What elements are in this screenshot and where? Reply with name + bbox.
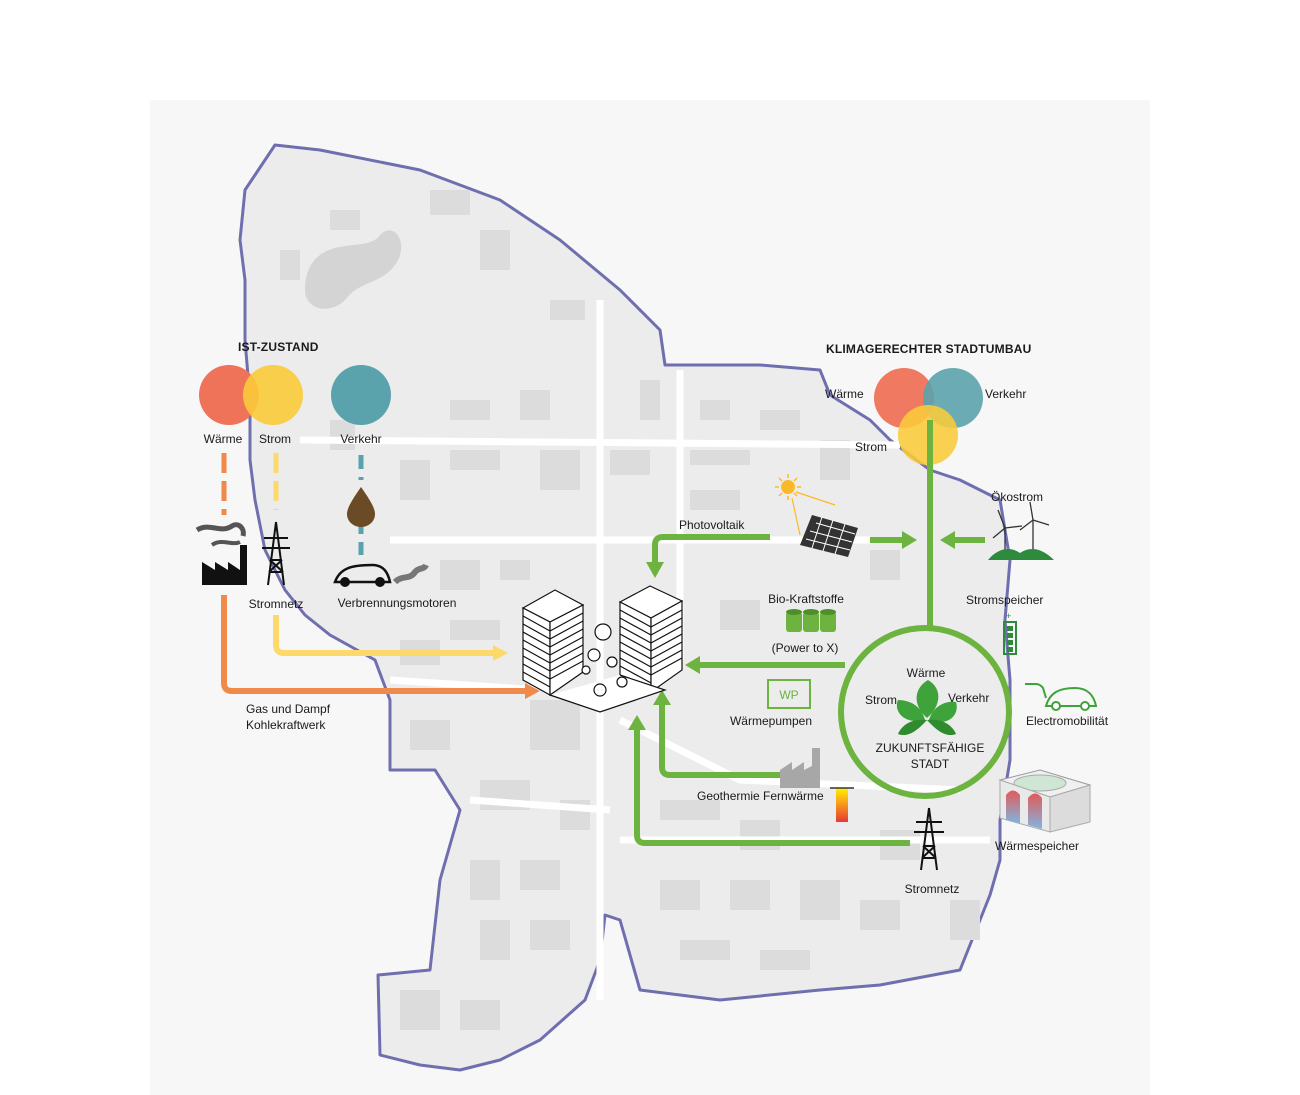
klima-stromnetz-label: Stromnetz — [904, 882, 960, 896]
ist-strom-circle — [243, 365, 303, 425]
green-arrowheads — [628, 531, 955, 730]
waermepumpen-label: Wärmepumpen — [729, 714, 813, 728]
factory-icon — [195, 522, 247, 585]
klima-title: KLIMAGERECHTER STADTUMBAU — [826, 342, 1032, 356]
biokraftstoffe-label: Bio-Kraftstoffe — [768, 592, 844, 606]
future-city-ring — [838, 625, 1012, 799]
ist-stromnetz-label: Stromnetz — [248, 597, 304, 611]
geothermal-plant-icon — [780, 748, 854, 822]
ist-title: IST-ZUSTAND — [238, 340, 319, 354]
solar-panel-icon — [800, 515, 858, 557]
elektromobilitaet-label: Electromobilität — [1026, 714, 1109, 728]
heatpump-box — [767, 679, 811, 709]
biofuel-drums-icon — [786, 609, 836, 632]
photovoltaik-label: Photovoltaik — [679, 518, 745, 532]
sun-icon — [775, 474, 836, 536]
oekostrom-label: Ökostrom — [991, 490, 1044, 504]
svg-text:+: + — [1006, 611, 1011, 621]
power-to-x-label: (Power to X) — [771, 641, 839, 655]
ist-waerme-circle — [199, 365, 259, 425]
hub-title-line1: ZUKUNFTSFÄHIGE — [875, 741, 985, 755]
pylon-icon-bottom — [914, 807, 944, 871]
hub-waerme-label: Wärme — [906, 666, 946, 680]
ist-gas-arrowhead — [525, 683, 540, 699]
pylon-icon — [262, 521, 290, 586]
hub-title-line2: STADT — [910, 757, 950, 771]
ist-flows — [221, 453, 525, 694]
klima-verkehr-label: Verkehr — [985, 387, 1027, 401]
park-pond — [305, 230, 402, 309]
klima-strom-label: Strom — [855, 440, 888, 454]
hub-verkehr-label: Verkehr — [948, 691, 990, 705]
wind-turbine-icon — [988, 501, 1054, 560]
electric-car-icon — [1025, 683, 1098, 711]
kraftwerk-label-1: Gas und Dampf — [246, 702, 331, 716]
heat-storage-icon — [998, 769, 1092, 833]
ist-strom-label: Strom — [258, 432, 292, 446]
ist-strom-arrowhead — [493, 645, 508, 661]
battery-icon: + — [1003, 611, 1017, 655]
ist-gas-arrow — [221, 595, 525, 694]
oil-drop-icon — [347, 487, 375, 527]
car-exhaust-icon — [333, 563, 429, 587]
photovoltaik-arrow — [652, 534, 770, 562]
stromspeicher-label: Stromspeicher — [966, 593, 1044, 607]
green-flows — [634, 420, 1012, 846]
ist-strom-arrow — [273, 615, 493, 656]
ist-waerme-label: Wärme — [203, 432, 243, 446]
buildings-icon — [521, 585, 684, 713]
leaf-icon — [896, 680, 957, 736]
ist-verkehr-label: Verkehr — [340, 432, 382, 446]
waermespeicher-label: Wärmespeicher — [995, 839, 1080, 853]
klima-waerme-label: Wärme — [825, 387, 864, 401]
verbrennungsmotoren-label: Verbrennungsmotoren — [337, 596, 457, 610]
kraftwerk-label-2: Kohlekraftwerk — [246, 718, 326, 732]
hub-strom-label: Strom — [865, 693, 898, 707]
geothermie-label: Geothermie Fernwärme — [697, 789, 824, 803]
ist-verkehr-circle — [331, 365, 391, 425]
wp-badge-label: WP — [779, 688, 799, 702]
